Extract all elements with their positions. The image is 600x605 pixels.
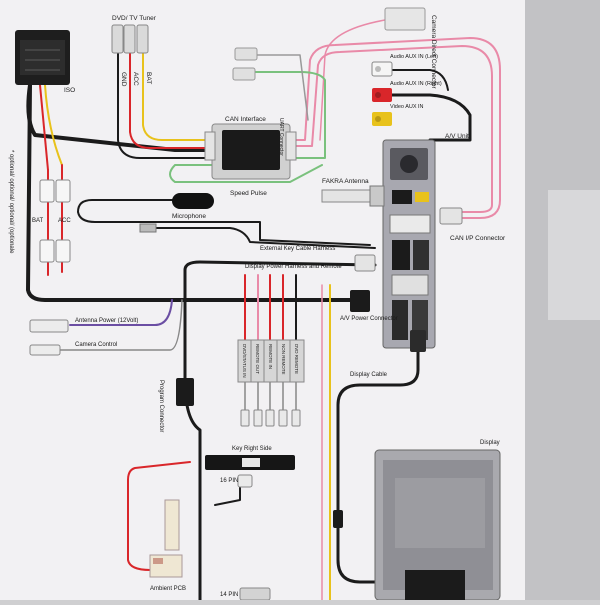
remote-tag-3: REMOTE IN [268,344,273,369]
next-page-block [548,190,600,320]
microphone-label: Microphone [172,213,206,220]
pin16-label: 16 PIN [220,478,238,484]
antenna-power-label: Antenna Power (12Volt) [75,318,138,324]
pin14-label: 14 PIN [220,592,238,598]
uart-green-wire [254,71,326,159]
ambient-pcb-label: Ambient PCB [150,586,186,592]
program-connector-label: Program Connector [158,380,164,432]
gnd-wire [117,51,213,159]
pin16-plug [237,474,253,488]
camera-direct-plug [384,7,426,31]
remote-tags [237,339,305,383]
key-right-side-module [205,455,295,470]
uart-plug-1 [234,47,258,61]
camera-direct-connector-label: Camera Direct Connector [430,15,437,90]
camera-control-plug [29,344,61,356]
display-cable-plug-top [410,330,426,352]
display-cable-label: Display Cable [350,372,388,378]
can-pink-wire-2 [289,45,493,213]
video-aux-in-label: Video AUX IN [390,104,424,110]
audio-aux-left-label: Audio AUX IN (Left) [390,54,438,60]
can-interface-label: CAN Interface [225,116,266,123]
ambient-pcb [149,499,183,578]
mic-jack-wire [149,227,376,249]
remote-tag-2: REMOTE OUT [255,344,260,374]
remote-tag-1: DVD/STATUS IN [242,344,247,378]
optional-note: * optional/ optional/ optional/ (optiona… [8,150,14,254]
acc-small-label: ACC [58,218,71,224]
iso-red-wire [39,84,49,171]
remote-lead-plugs [240,409,301,427]
display-power-wire [183,260,377,272]
display-power-plug [354,254,376,272]
tuner-connectors [111,24,149,54]
speed-pulse-label: Speed Pulse [230,190,267,197]
av-unit [382,139,436,349]
can-ip-plug [439,207,463,225]
camera-control-wire [59,299,183,351]
fakra-antenna-plug [321,185,385,207]
display-cable-wire [336,348,422,584]
uart-connector-label: UART Connector [278,118,284,156]
iso-yellow-wire [44,84,63,166]
microphone-wire [77,199,371,246]
remote-tag-4: NON REMOTE [281,344,286,375]
display-power-harness-label: Display Power Harness and Remote [245,264,342,270]
iso-main-wire [26,83,362,302]
gnd-label: GND [120,72,127,87]
microphone [139,193,214,233]
acc-label: ACC [132,72,139,86]
dvd-tv-tuner-label: DVD/ TV Tuner [112,15,157,22]
bat-small-label: BAT [32,218,44,224]
fuse-holders [39,179,71,263]
key-right-side-label: Key Right Side [232,446,272,452]
speed-pulse-wire [169,164,323,183]
antenna-power-plug [29,319,69,333]
can-interface-box [204,123,297,180]
ambient-red-wire [127,461,191,571]
aux-bundle-wire [383,93,472,142]
pin14-plug [239,587,271,601]
program-connector [176,378,194,406]
bat-wire [142,51,213,141]
av-power-plug [350,290,370,312]
can-pink-wire-1 [289,37,501,219]
aux-left-wire [389,69,449,91]
iso-label: ISO [64,87,75,94]
antenna-power-wire [69,299,173,326]
display-unit [374,449,501,601]
uart-gray-wire [254,54,309,121]
display-label: Display [480,440,500,446]
av-power-connector-label: A/V Power Connector [340,316,398,322]
bat-label: BAT [145,72,152,84]
remote-tag-5: DVD REMOTE [294,344,299,374]
display-cable-ferrite [333,510,343,528]
camera-direct-wire [319,19,386,141]
uart-plug-2 [232,67,256,81]
fakra-antenna-label: FAKRA Antenna [322,178,369,185]
can-ip-connector-label: CAN I/P Connector [450,235,506,242]
av-unit-label: A/V Unit [445,133,469,140]
iso-connector [15,30,70,85]
audio-aux-right-label: Audio AUX IN (Right) [390,81,442,87]
acc-wire [129,51,213,149]
aux-rca-plugs [371,61,393,126]
external-key-harness-label: External Key Cable Harness [260,246,335,252]
camera-control-label: Camera Control [75,342,117,348]
